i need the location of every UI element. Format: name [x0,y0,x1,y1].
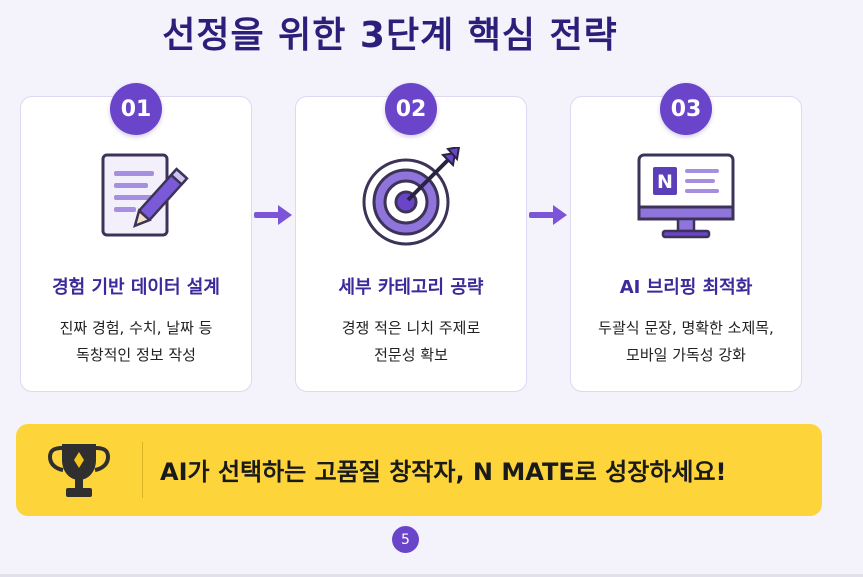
step-card-1: 01 경험 기반 데이터 설계 진짜 경험, 수치, 날짜 등 독창적인 정보 … [20,83,252,392]
step-title: AI 브리핑 최적화 [619,277,753,298]
page-title: 선정을 위한 3단계 핵심 전략 [162,15,618,56]
monitor-letter: N [657,171,673,193]
step-card-2: 02 세부 카테고리 공략 경쟁 적은 니치 주제로 전문성 확보 [295,83,527,392]
step-title: 세부 카테고리 공략 [338,277,484,298]
arrow-right-icon [254,205,292,225]
banner-divider [142,442,143,498]
banner-text: AI가 선택하는 고품질 창작자, N MATE로 성장하세요! [160,458,727,486]
step-description-line: 두괄식 문장, 명확한 소제목, [598,319,774,337]
bottom-divider [0,574,863,577]
step-description-line: 전문성 확보 [374,346,448,364]
cta-banner: AI가 선택하는 고품질 창작자, N MATE로 성장하세요! [16,424,822,516]
document-pencil-icon [101,153,189,237]
monitor-icon: N [637,153,735,239]
step-description: 두괄식 문장, 명확한 소제목, 모바일 가독성 강화 [571,315,801,369]
trophy-icon [48,444,110,497]
page-number-badge: 5 [392,526,419,553]
arrow-right-icon [529,205,567,225]
step-description-line: 경쟁 적은 니치 주제로 [341,319,481,337]
step-number-badge: 01 [110,83,162,135]
step-description: 진짜 경험, 수치, 날짜 등 독창적인 정보 작성 [21,315,251,369]
step-title: 경험 기반 데이터 설계 [52,277,220,298]
step-description-line: 모바일 가독성 강화 [626,346,746,364]
step-number-badge: 02 [385,83,437,135]
target-arrow-icon [362,147,461,246]
step-card-3: 03 N AI 브리핑 최적화 두괄식 문장, 명확한 소제목, 모바일 가독성… [570,83,802,392]
step-number-badge: 03 [660,83,712,135]
step-description-line: 독창적인 정보 작성 [76,346,196,364]
step-description-line: 진짜 경험, 수치, 날짜 등 [59,319,213,337]
step-description: 경쟁 적은 니치 주제로 전문성 확보 [296,315,526,369]
